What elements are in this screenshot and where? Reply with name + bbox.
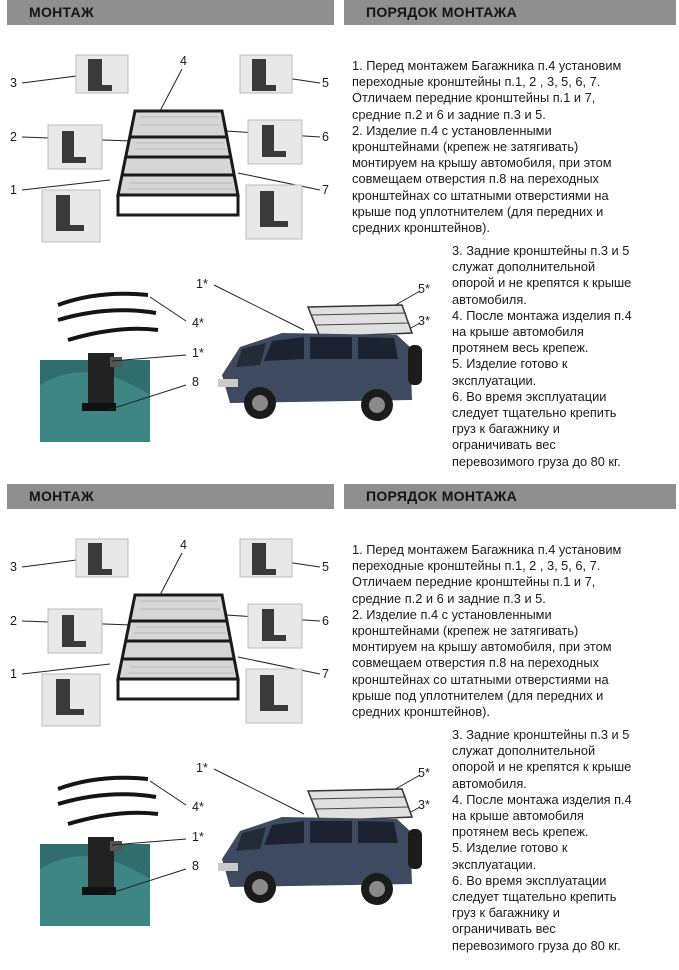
step-line: перевозимого груза до 80 кг. — [452, 453, 621, 469]
montage-header: МОНТАЖ — [7, 0, 334, 25]
instructions-top: 1. Перед монтажем Багажника п.4 установи… — [352, 542, 621, 720]
step-line: 6. Во время эксплуатации — [452, 388, 607, 404]
step-line: кронштейнами (крепеж не затягивать) — [352, 623, 579, 639]
car-with-rack-figure — [213, 768, 422, 905]
step-line: на крыше автомобиля — [452, 808, 584, 824]
step-line: 3. Задние кронштейны п.3 и 5 — [452, 727, 630, 742]
bracket-detail-figure — [40, 775, 187, 926]
step-line: 4. После монтажа изделия п.4 — [452, 307, 632, 323]
step-line: средних кронштейнов). — [352, 704, 490, 720]
step-line: совмещаем отверстия п.8 на переходных — [352, 655, 599, 671]
callout-4-star: 4* — [192, 800, 204, 814]
step-line: совмещаем отверстия п.8 на переходных — [352, 171, 599, 187]
callout-3: 3 — [10, 76, 17, 90]
callout-4: 4 — [180, 538, 187, 552]
step-line: 2. Изделие п.4 с установленными — [352, 606, 552, 622]
step-line: переходные кронштейны п.1, 2 , 3, 5, 6, … — [352, 558, 601, 574]
step-line: переходные кронштейны п.1, 2 , 3, 5, 6, … — [352, 74, 601, 90]
step-line: кронштейнах со штатными отверстиями на — [352, 187, 609, 203]
step-line: протянем весь крепеж. — [452, 340, 589, 356]
step-line: следует тщательно крепить — [452, 405, 617, 421]
callout-6: 6 — [322, 130, 329, 144]
step-line: перевозимого груза до 80 кг. — [452, 937, 621, 953]
step-line: крыше под уплотнителем (для передних и — [352, 203, 604, 219]
step-line: ограничивать вес — [452, 921, 556, 937]
step-line: 4. После монтажа изделия п.4 — [452, 791, 632, 807]
montage-header: МОНТАЖ — [7, 484, 334, 509]
instructions-bottom: 3. Задние кронштейны п.3 и 5 служат допо… — [452, 243, 632, 470]
callout-1: 1 — [10, 183, 17, 197]
callout-5: 5 — [322, 560, 329, 574]
callout-7: 7 — [322, 667, 329, 681]
step-line: ограничивать вес — [452, 437, 556, 453]
bracket-detail-figure — [40, 291, 187, 442]
instructions-top: 1. Перед монтажем Багажника п.4 установи… — [352, 58, 621, 236]
callout-3: 3 — [10, 560, 17, 574]
step-line: груз к багажнику и — [452, 421, 560, 437]
callout-2: 2 — [10, 614, 17, 628]
step-line: 5. Изделие готово к — [452, 356, 568, 372]
step-line: эксплуатации. — [452, 372, 537, 388]
callout-6: 6 — [322, 614, 329, 628]
callout-3-star: 3* — [418, 798, 430, 812]
step-line: средние п.2 и 6 и задние п.3 и 5. — [352, 590, 546, 606]
step-line: кронштейнами (крепеж не затягивать) — [352, 139, 579, 155]
step-line: опорой и не крепятся к крыше — [452, 759, 632, 775]
callout-3-star: 3* — [418, 314, 430, 328]
callout-8: 8 — [192, 859, 199, 873]
callout-1: 1 — [10, 667, 17, 681]
step-line: кронштейнах со штатными отверстиями на — [352, 671, 609, 687]
step-line: монтируем на крышу автомобиля, при этом — [352, 639, 612, 655]
step-line: крыше под уплотнителем (для передних и — [352, 687, 604, 703]
step-line: средних кронштейнов). — [352, 220, 490, 236]
car-with-rack-figure — [213, 284, 422, 421]
rack-brackets-figure — [21, 54, 321, 243]
step-line: 5. Изделие готово к — [452, 840, 568, 856]
instructions-bottom: 3. Задние кронштейны п.3 и 5 служат допо… — [452, 727, 632, 954]
order-header: ПОРЯДОК МОНТАЖА — [344, 0, 676, 25]
step-line: автомобиля. — [452, 775, 527, 791]
step-line: 6. Во время эксплуатации — [452, 872, 607, 888]
step-line: служат дополнительной — [452, 743, 596, 759]
callout-4-star: 4* — [192, 316, 204, 330]
callout-1-star: 1* — [196, 761, 208, 775]
callout-1-star-detail: 1* — [192, 346, 204, 360]
callout-5-star: 5* — [418, 766, 430, 780]
step-line: опорой и не крепятся к крыше — [452, 275, 632, 291]
step-line: следует тщательно крепить — [452, 889, 617, 905]
callout-1-star-detail: 1* — [192, 830, 204, 844]
step-line: 2. Изделие п.4 с установленными — [352, 122, 552, 138]
callout-5-star: 5* — [418, 282, 430, 296]
callout-2: 2 — [10, 130, 17, 144]
step-line: 1. Перед монтажем Багажника п.4 установи… — [352, 58, 622, 73]
step-line: Отличаем передние кронштейны п.1 и 7, — [352, 90, 596, 106]
step-line: автомобиля. — [452, 291, 527, 307]
step-line: монтируем на крышу автомобиля, при этом — [352, 155, 612, 171]
step-line: протянем весь крепеж. — [452, 824, 589, 840]
step-line: 1. Перед монтажем Багажника п.4 установи… — [352, 542, 622, 557]
step-line: средние п.2 и 6 и задние п.3 и 5. — [352, 106, 546, 122]
instruction-section: МОНТАЖ ПОРЯДОК МОНТАЖА — [0, 484, 679, 969]
step-line: 3. Задние кронштейны п.3 и 5 — [452, 243, 630, 258]
callout-4: 4 — [180, 54, 187, 68]
callout-1-star: 1* — [196, 277, 208, 291]
callout-5: 5 — [322, 76, 329, 90]
step-line: служат дополнительной — [452, 259, 596, 275]
step-line: груз к багажнику и — [452, 905, 560, 921]
callout-8: 8 — [192, 375, 199, 389]
instruction-section: МОНТАЖ ПОРЯДОК МОНТАЖА — [7, 0, 676, 470]
order-header: ПОРЯДОК МОНТАЖА — [344, 484, 676, 509]
step-line: эксплуатации. — [452, 856, 537, 872]
callout-7: 7 — [322, 183, 329, 197]
rack-brackets-figure — [21, 538, 321, 727]
step-line: Отличаем передние кронштейны п.1 и 7, — [352, 574, 596, 590]
step-line: на крыше автомобиля — [452, 324, 584, 340]
